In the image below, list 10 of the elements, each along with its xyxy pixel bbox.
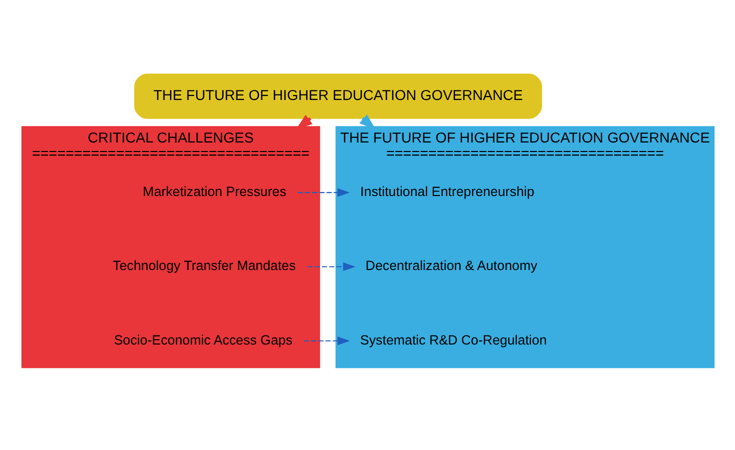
arrow [303, 336, 350, 346]
node-text: Socio-Economic Access Gaps [114, 332, 292, 348]
arrow [297, 188, 350, 197]
node-text: Technology Transfer Mandates [112, 258, 296, 274]
node-text: Institutional Entrepreneurship [360, 184, 534, 200]
node-text: Systematic R&D Co-Regulation [360, 332, 546, 348]
node-box: THE FUTURE OF HIGHER EDUCATION GOVERNANCE [134, 74, 542, 119]
arrow [307, 262, 355, 272]
node-text: Decentralization & Autonomy [365, 258, 537, 274]
node-text: Marketization Pressures [142, 184, 286, 200]
